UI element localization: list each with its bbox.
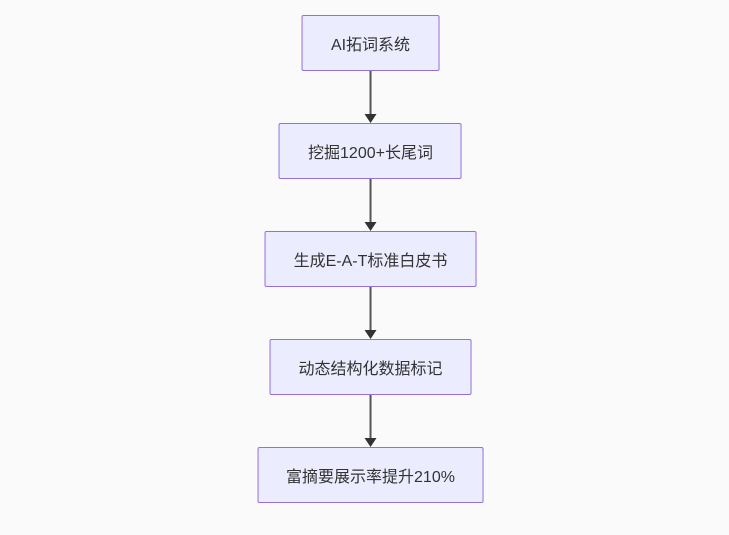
flow-node-label: 富摘要展示率提升210%	[286, 469, 455, 486]
arrowhead-down-icon	[364, 330, 377, 339]
flow-edge-3	[364, 287, 377, 339]
arrowhead-down-icon	[364, 222, 377, 231]
arrowhead-down-icon	[364, 114, 377, 123]
arrowhead-down-icon	[364, 438, 377, 447]
edge-line	[369, 179, 372, 222]
edge-line	[369, 71, 372, 114]
flow-node-eat-whitepaper: 生成E-A-T标准白皮书	[264, 231, 477, 287]
flow-node-rich-snippet-rate: 富摘要展示率提升210%	[257, 447, 484, 503]
flow-node-label: 动态结构化数据标记	[298, 361, 443, 378]
flow-edge-1	[364, 71, 377, 123]
flow-edge-2	[364, 179, 377, 231]
flowchart: AI拓词系统 挖掘1200+长尾词 生成E-A-T标准白皮书 动态结构化数据标记	[257, 15, 484, 503]
flow-edge-4	[364, 395, 377, 447]
flow-node-label: 生成E-A-T标准白皮书	[293, 253, 448, 270]
edge-line	[369, 287, 372, 330]
flow-node-label: 挖掘1200+长尾词	[308, 145, 433, 162]
flow-node-structured-data-markup: 动态结构化数据标记	[269, 339, 472, 395]
flow-node-ai-word-system: AI拓词系统	[301, 15, 440, 71]
flow-node-label: AI拓词系统	[330, 37, 411, 54]
edge-line	[369, 395, 372, 438]
flow-node-longtail-keywords: 挖掘1200+长尾词	[279, 123, 462, 179]
